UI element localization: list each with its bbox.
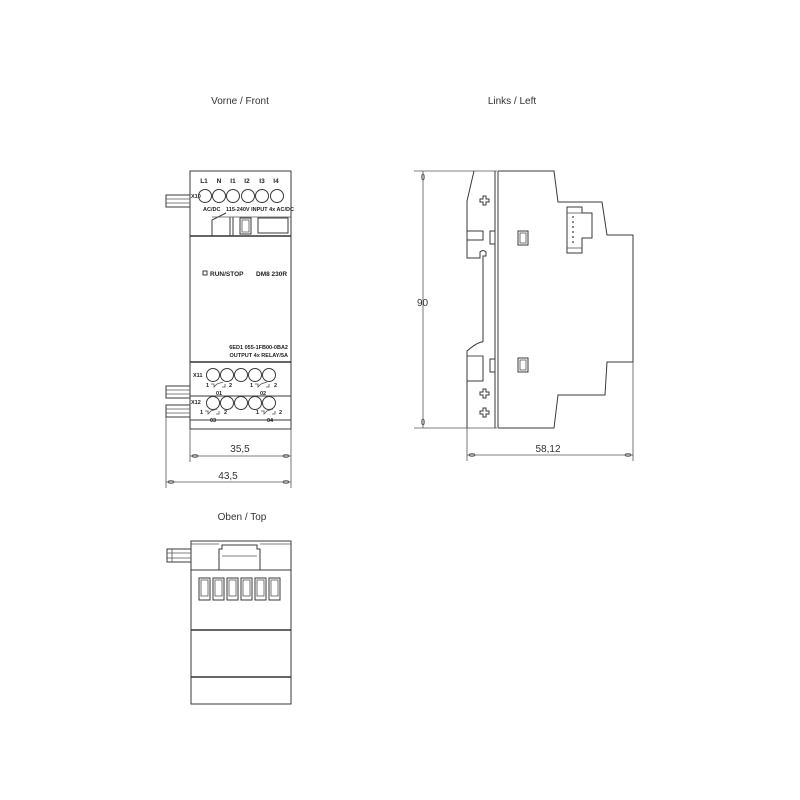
front-housing bbox=[189, 170, 292, 430]
front-view-title: Vorne / Front bbox=[211, 96, 269, 107]
terminal-label-l1: L1 bbox=[200, 178, 208, 185]
housing-profile bbox=[498, 170, 634, 429]
screw-icon bbox=[479, 407, 490, 418]
front-view: Vorne / Front L1 N I1 I2 I3 I4 X10 bbox=[165, 96, 294, 488]
din-clip-upper bbox=[466, 170, 487, 342]
led-window bbox=[517, 230, 529, 246]
dim-inner-value: 35,5 bbox=[230, 444, 250, 455]
terminal-label-i2: I2 bbox=[244, 178, 250, 185]
output-03-label: 03 bbox=[210, 418, 216, 424]
dimension-depth: 58,12 bbox=[466, 362, 634, 461]
relay-contact-icon bbox=[255, 381, 270, 388]
terminal-openings bbox=[198, 577, 281, 601]
output-spec: OUTPUT 4x RELAY/5A bbox=[230, 353, 289, 359]
input-terminal-screws bbox=[198, 189, 284, 203]
relay-contact-icon bbox=[261, 408, 276, 415]
model-label: DM8 230R bbox=[256, 271, 287, 278]
dim-depth-value: 58,12 bbox=[535, 444, 560, 455]
output-03-pin1: 1 bbox=[200, 410, 203, 416]
output-02-pin1: 1 bbox=[250, 383, 253, 389]
terminal-label-i3: I3 bbox=[259, 178, 265, 185]
top-housing bbox=[190, 569, 292, 705]
supply-label: AC/DC bbox=[203, 207, 220, 213]
dimension-inner-width: 35,5 bbox=[189, 429, 292, 488]
top-view-title: Oben / Top bbox=[218, 512, 267, 523]
top-rail-slot bbox=[218, 544, 261, 570]
dimension-outer-width: 43,5 bbox=[165, 417, 291, 488]
left-view: Links / Left 90 bbox=[414, 96, 634, 461]
input-spec-label: 115-240V INPUT 4x AC/DC bbox=[226, 207, 294, 213]
output-01-pin1: 1 bbox=[206, 383, 209, 389]
led-window bbox=[517, 357, 529, 373]
label-window bbox=[257, 217, 289, 234]
dim-outer-value: 43,5 bbox=[218, 471, 238, 482]
output-01-pin2: 2 bbox=[229, 383, 232, 389]
front-latch-mid bbox=[165, 385, 191, 399]
output-03-pin2: 2 bbox=[224, 410, 227, 416]
screw-icon bbox=[479, 388, 490, 399]
output-connector-x11: X11 bbox=[193, 373, 202, 379]
top-latch bbox=[166, 548, 192, 563]
output-terminal-screws-x12 bbox=[206, 396, 276, 410]
output-connector-x12: X12 bbox=[191, 400, 201, 406]
terminal-label-n: N bbox=[217, 178, 222, 185]
left-view-title: Links / Left bbox=[488, 96, 537, 107]
run-stop-led bbox=[202, 270, 208, 276]
terminal-label-i1: I1 bbox=[230, 178, 236, 185]
output-04-label: 04 bbox=[267, 418, 274, 424]
front-latch-low bbox=[165, 404, 191, 418]
dimension-height: 90 bbox=[414, 170, 497, 429]
output-02-pin2: 2 bbox=[274, 383, 277, 389]
relay-contact-icon bbox=[211, 381, 226, 388]
output-04-pin1: 1 bbox=[256, 410, 259, 416]
output-04-pin2: 2 bbox=[279, 410, 282, 416]
run-stop-label: RUN/STOP bbox=[210, 271, 244, 278]
terminal-label-i4: I4 bbox=[273, 178, 279, 185]
input-connector-label: X10 bbox=[191, 194, 201, 200]
output-terminal-screws-x11 bbox=[206, 368, 276, 382]
bus-connector bbox=[566, 206, 593, 254]
order-number: 6ED1 055-1FB00-0BA2 bbox=[229, 345, 288, 351]
module-slot bbox=[239, 217, 252, 235]
screw-icon bbox=[479, 195, 490, 206]
output-02-label: 02 bbox=[260, 391, 266, 397]
relay-contact-icon bbox=[205, 408, 220, 415]
output-01-label: 01 bbox=[216, 391, 222, 397]
top-view: Oben / Top bbox=[166, 512, 292, 705]
dim-height-value: 90 bbox=[417, 298, 429, 309]
front-latch-top bbox=[165, 194, 191, 208]
din-clip-lower bbox=[466, 341, 483, 428]
